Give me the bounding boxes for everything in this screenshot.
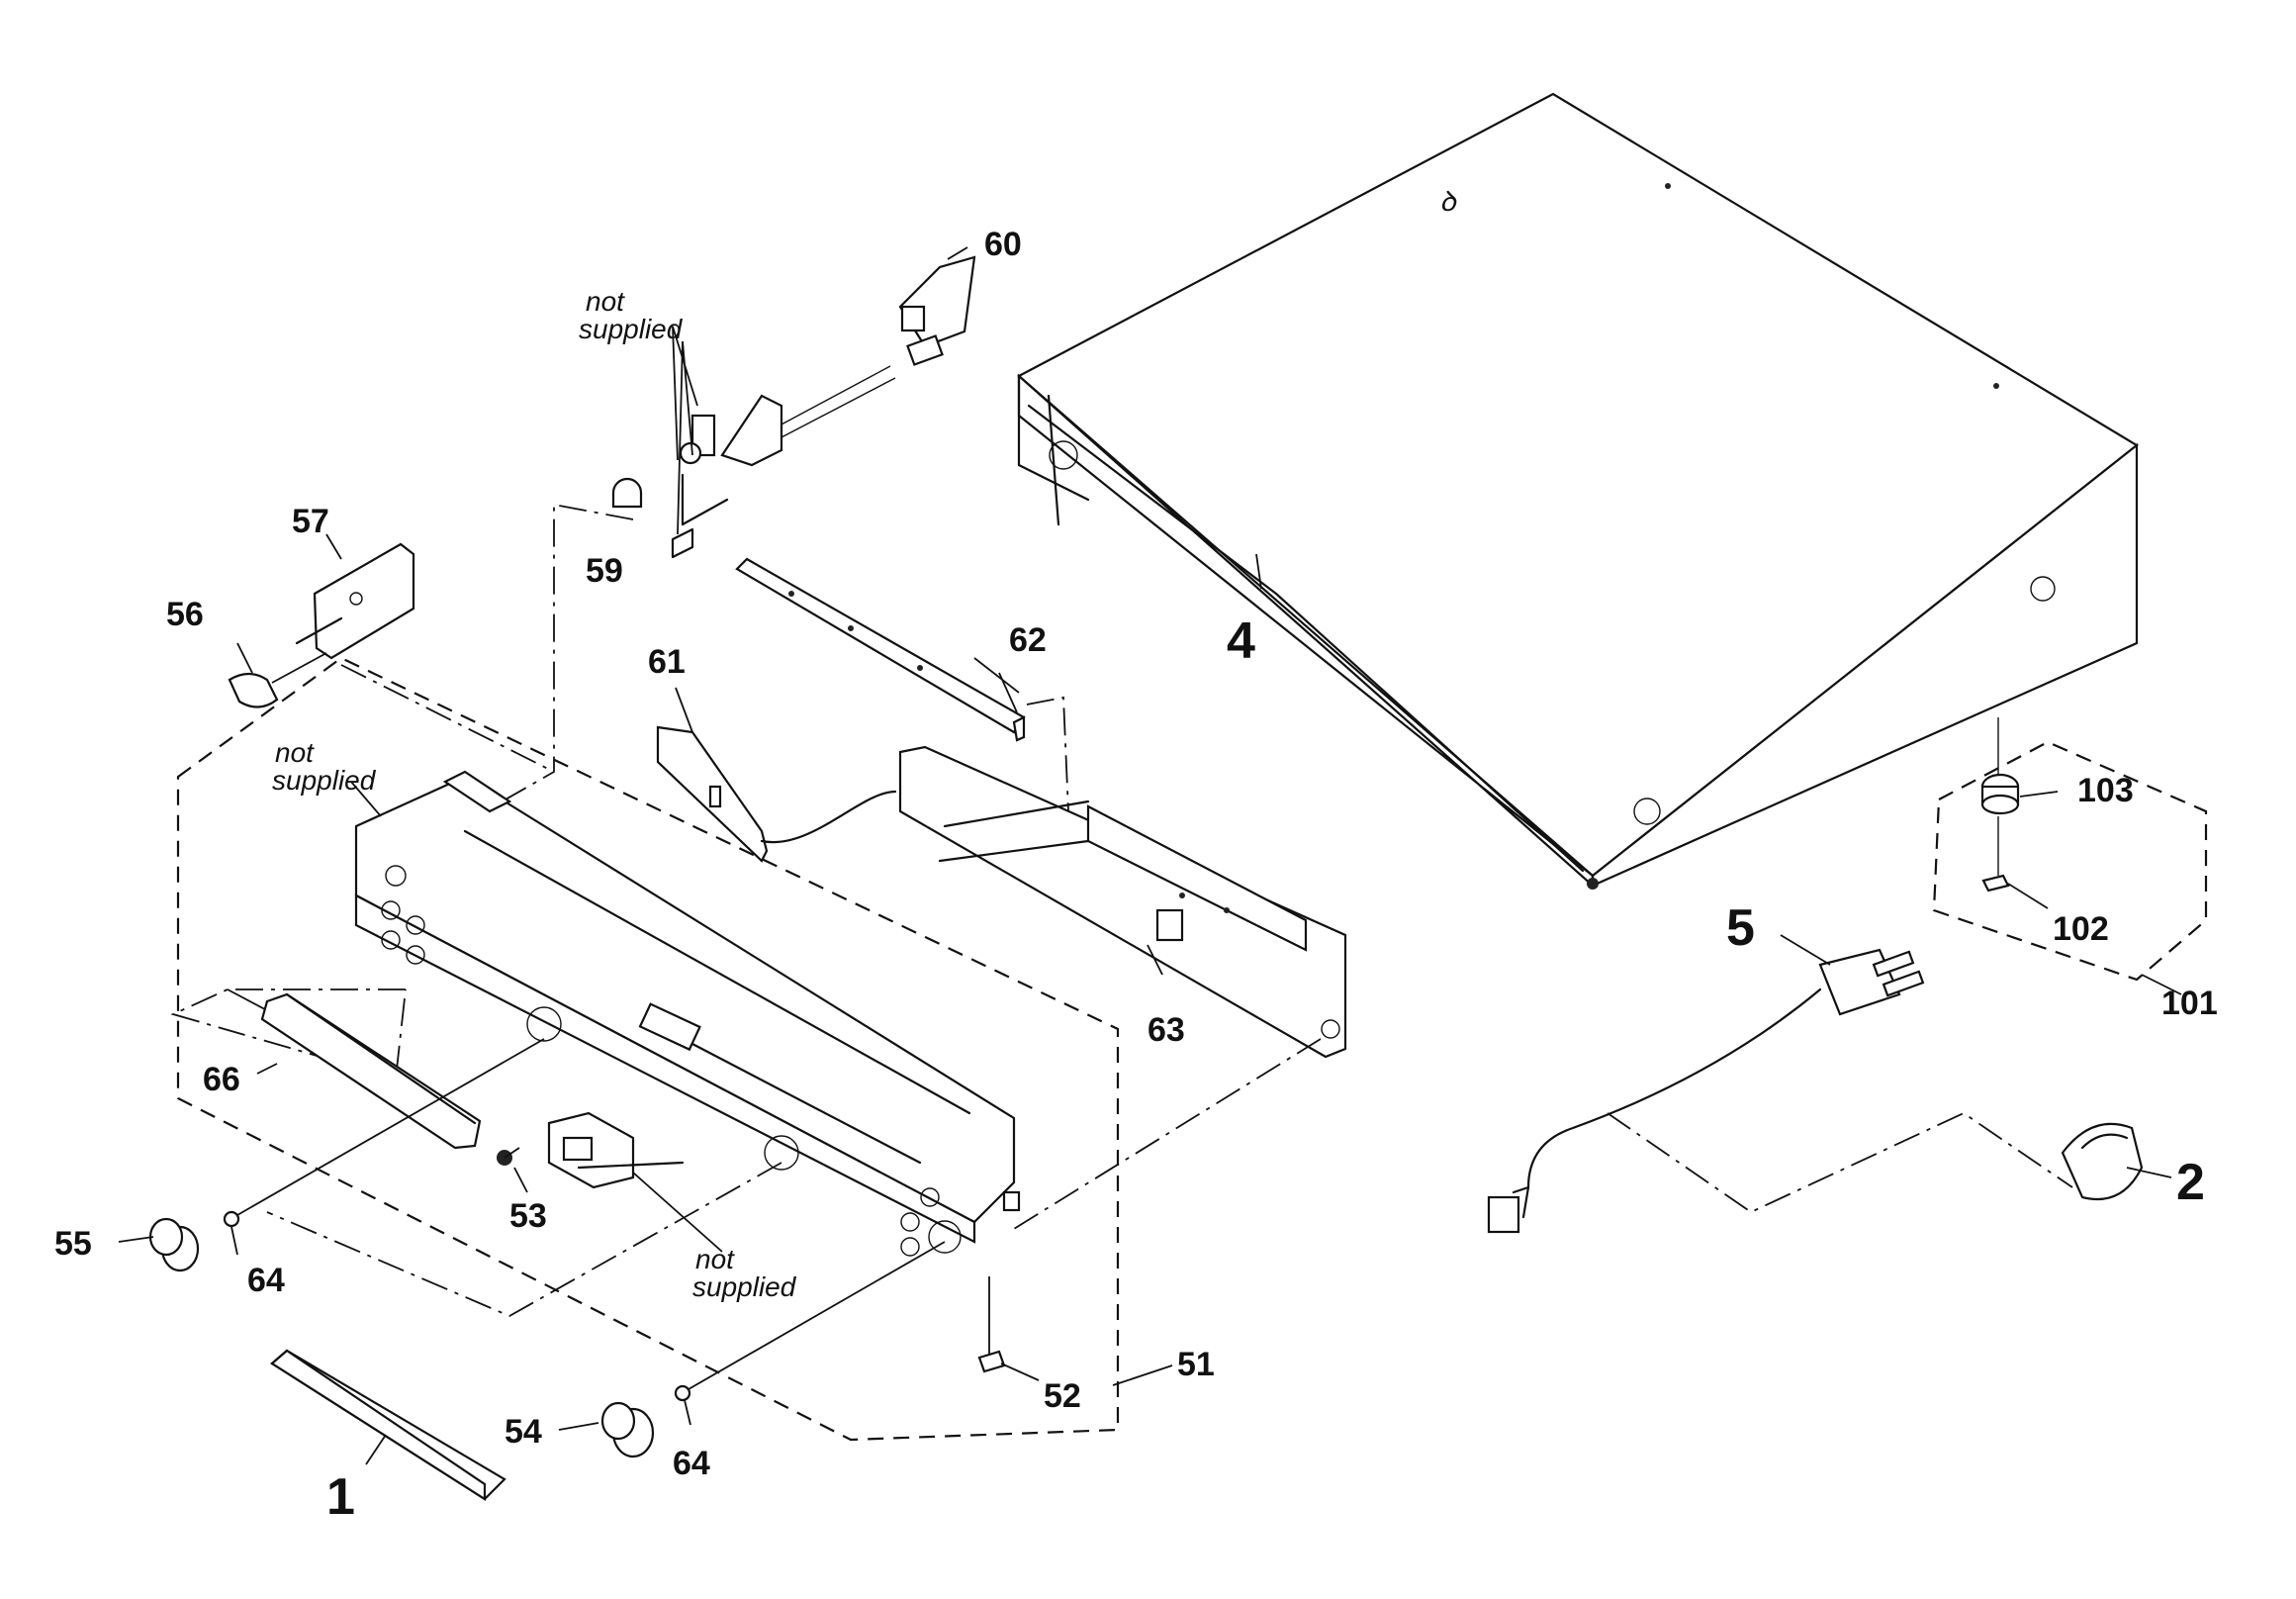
knob-part-55 <box>118 1038 545 1272</box>
bar-part-62 <box>735 557 1026 742</box>
label-51: 51 <box>1177 1346 1215 1383</box>
label-60: 60 <box>984 226 1022 263</box>
part-53 <box>497 1147 520 1166</box>
note-not-supplied-1b: supplied <box>579 314 684 344</box>
assembly-outline-part-51 <box>176 656 1120 1442</box>
note-not-supplied-3: not <box>695 1244 735 1274</box>
switch-board-part-57 <box>295 542 415 660</box>
label-56: 56 <box>166 596 204 633</box>
bracket-part-59 <box>611 340 783 559</box>
label-66: 66 <box>203 1061 240 1098</box>
cord-clip-part-2 <box>2061 1122 2172 1201</box>
door-part-1 <box>270 1349 506 1502</box>
label-103: 103 <box>2077 772 2134 809</box>
label-57: 57 <box>292 503 329 540</box>
note-not-supplied-2b: supplied <box>272 765 377 796</box>
label-4: 4 <box>1227 612 1255 670</box>
label-2: 2 <box>2176 1154 2205 1211</box>
label-59: 59 <box>586 552 623 590</box>
bracket-part-63 <box>898 745 1347 1059</box>
part-52 <box>977 1276 1040 1381</box>
label-63: 63 <box>1148 1011 1185 1049</box>
door-part-66 <box>260 992 482 1150</box>
label-61: 61 <box>648 643 686 681</box>
note-not-supplied-3b: supplied <box>692 1271 797 1302</box>
note-not-supplied-1: not <box>586 286 625 317</box>
label-5: 5 <box>1726 899 1755 957</box>
screw-kit-part-101 <box>1932 717 2208 995</box>
front-panel <box>354 770 1021 1257</box>
knob-part-56 <box>228 652 327 708</box>
note-not-supplied-2: not <box>275 737 315 768</box>
svg-text:ꝺ: ꝺ <box>1439 186 1457 217</box>
switch-not-supplied <box>547 1111 685 1189</box>
label-52: 52 <box>1044 1377 1081 1415</box>
jack-bracket-part-60 <box>751 255 976 451</box>
label-1: 1 <box>326 1468 355 1526</box>
label-64b: 64 <box>673 1445 710 1482</box>
label-101: 101 <box>2161 985 2218 1022</box>
power-cord-part-5 <box>1487 934 1925 1234</box>
label-54: 54 <box>505 1413 542 1451</box>
knob-part-54 <box>558 1241 946 1458</box>
label-62: 62 <box>1009 621 1047 659</box>
board-part-61 <box>656 725 897 863</box>
label-64a: 64 <box>247 1262 285 1299</box>
top-cover-part-4: ꝺ <box>1017 92 2139 890</box>
label-53: 53 <box>509 1197 547 1235</box>
label-55: 55 <box>54 1225 92 1263</box>
label-102: 102 <box>2053 910 2109 948</box>
